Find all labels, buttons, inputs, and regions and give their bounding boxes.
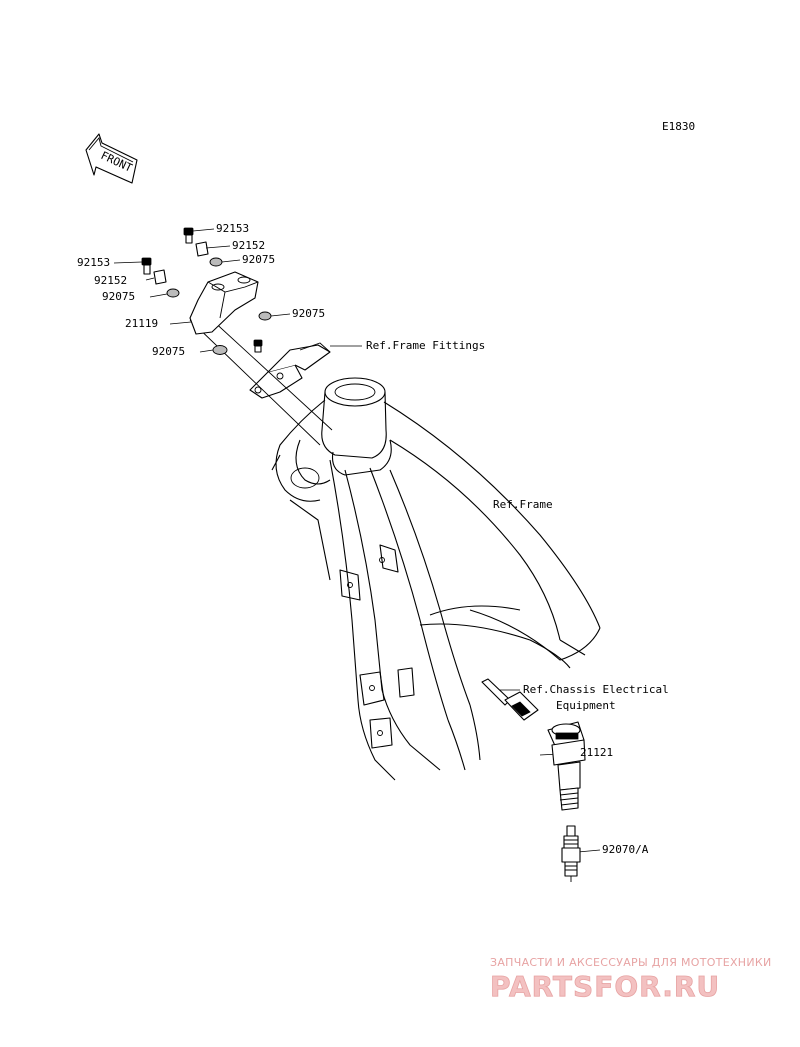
label-92153-right: 92153: [216, 222, 249, 235]
label-92153-left: 92153: [77, 256, 110, 269]
watermark: ЗАПЧАСТИ И АКСЕССУАРЫ ДЛЯ МОТОТЕХНИКИ PA…: [490, 956, 772, 1003]
damper-92075-right-mid: [258, 311, 272, 321]
ignition-coil-21121: [481, 678, 586, 811]
ref-frame: Ref.Frame: [493, 498, 553, 511]
label-92075-left-low: 92075: [152, 345, 185, 358]
damper-92075-right-top: [209, 257, 223, 267]
label-92075-left-top: 92075: [102, 290, 135, 303]
label-92075-right-top: 92075: [242, 253, 275, 266]
damper-92075-left-low: [212, 345, 228, 355]
label-21119: 21119: [125, 317, 158, 330]
front-arrow-icon: FRONT: [85, 133, 138, 184]
ref-chassis-line1: Ref.Chassis Electrical: [523, 683, 669, 696]
ref-frame-fittings: Ref.Frame Fittings: [366, 339, 485, 352]
watermark-tagline: ЗАПЧАСТИ И АКСЕССУАРЫ ДЛЯ МОТОТЕХНИКИ: [490, 956, 772, 969]
ref-chassis-line2: Equipment: [556, 699, 616, 712]
diagram-code: E1830: [662, 120, 695, 133]
damper-92075-left-top: [166, 288, 180, 298]
bracket-21119: [189, 271, 259, 335]
collar-92152-left: [153, 269, 167, 285]
label-92075-right-mid: 92075: [292, 307, 325, 320]
spark-plug-92070a: [561, 825, 581, 882]
bolt-92153-left: [141, 257, 152, 275]
bolt-92153-right: [183, 227, 194, 244]
collar-92152-right: [195, 241, 209, 257]
label-92152-left: 92152: [94, 274, 127, 287]
watermark-logo: PARTSFOR.RU: [490, 970, 720, 1003]
label-21121: 21121: [580, 746, 613, 759]
leader-lines: [113, 228, 601, 853]
label-92070a: 92070/A: [602, 843, 649, 856]
label-92152-right: 92152: [232, 239, 265, 252]
bolt-frame-fittings: [253, 339, 263, 353]
frame-outline: [271, 377, 601, 781]
